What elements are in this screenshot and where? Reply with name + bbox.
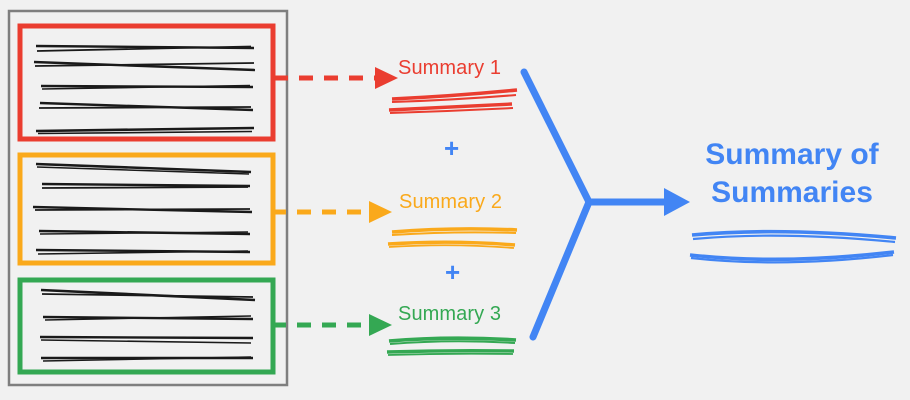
source-group-lines-2 bbox=[32, 162, 253, 255]
source-group-lines-3 bbox=[39, 288, 256, 362]
merge-arrowhead-icon bbox=[664, 188, 690, 216]
document-collection-frame bbox=[7, 9, 289, 387]
merge-connector bbox=[520, 68, 672, 341]
source-group-lines-1 bbox=[33, 44, 256, 135]
summary-body-lines-3 bbox=[386, 336, 517, 356]
summary-label-1: Summary 1 bbox=[398, 57, 502, 79]
summary-body-lines-1 bbox=[388, 88, 518, 114]
source-group-box-1[interactable] bbox=[17, 23, 276, 142]
result-title-line-1: Summary of bbox=[705, 138, 879, 171]
source-group-box-2[interactable] bbox=[17, 152, 276, 266]
connector-arrow-1 bbox=[274, 67, 398, 89]
result-title-line-2: Summaries bbox=[711, 176, 873, 209]
result-body-lines bbox=[689, 229, 897, 264]
plus-operator-2: + bbox=[445, 257, 461, 287]
plus-operator-1: + bbox=[444, 133, 460, 163]
summary-label-2: Summary 2 bbox=[399, 191, 503, 213]
connector-arrow-2 bbox=[272, 201, 392, 223]
summary-label-3: Summary 3 bbox=[398, 303, 502, 325]
connector-arrow-3 bbox=[272, 314, 392, 336]
summary-body-lines-2 bbox=[387, 227, 518, 249]
